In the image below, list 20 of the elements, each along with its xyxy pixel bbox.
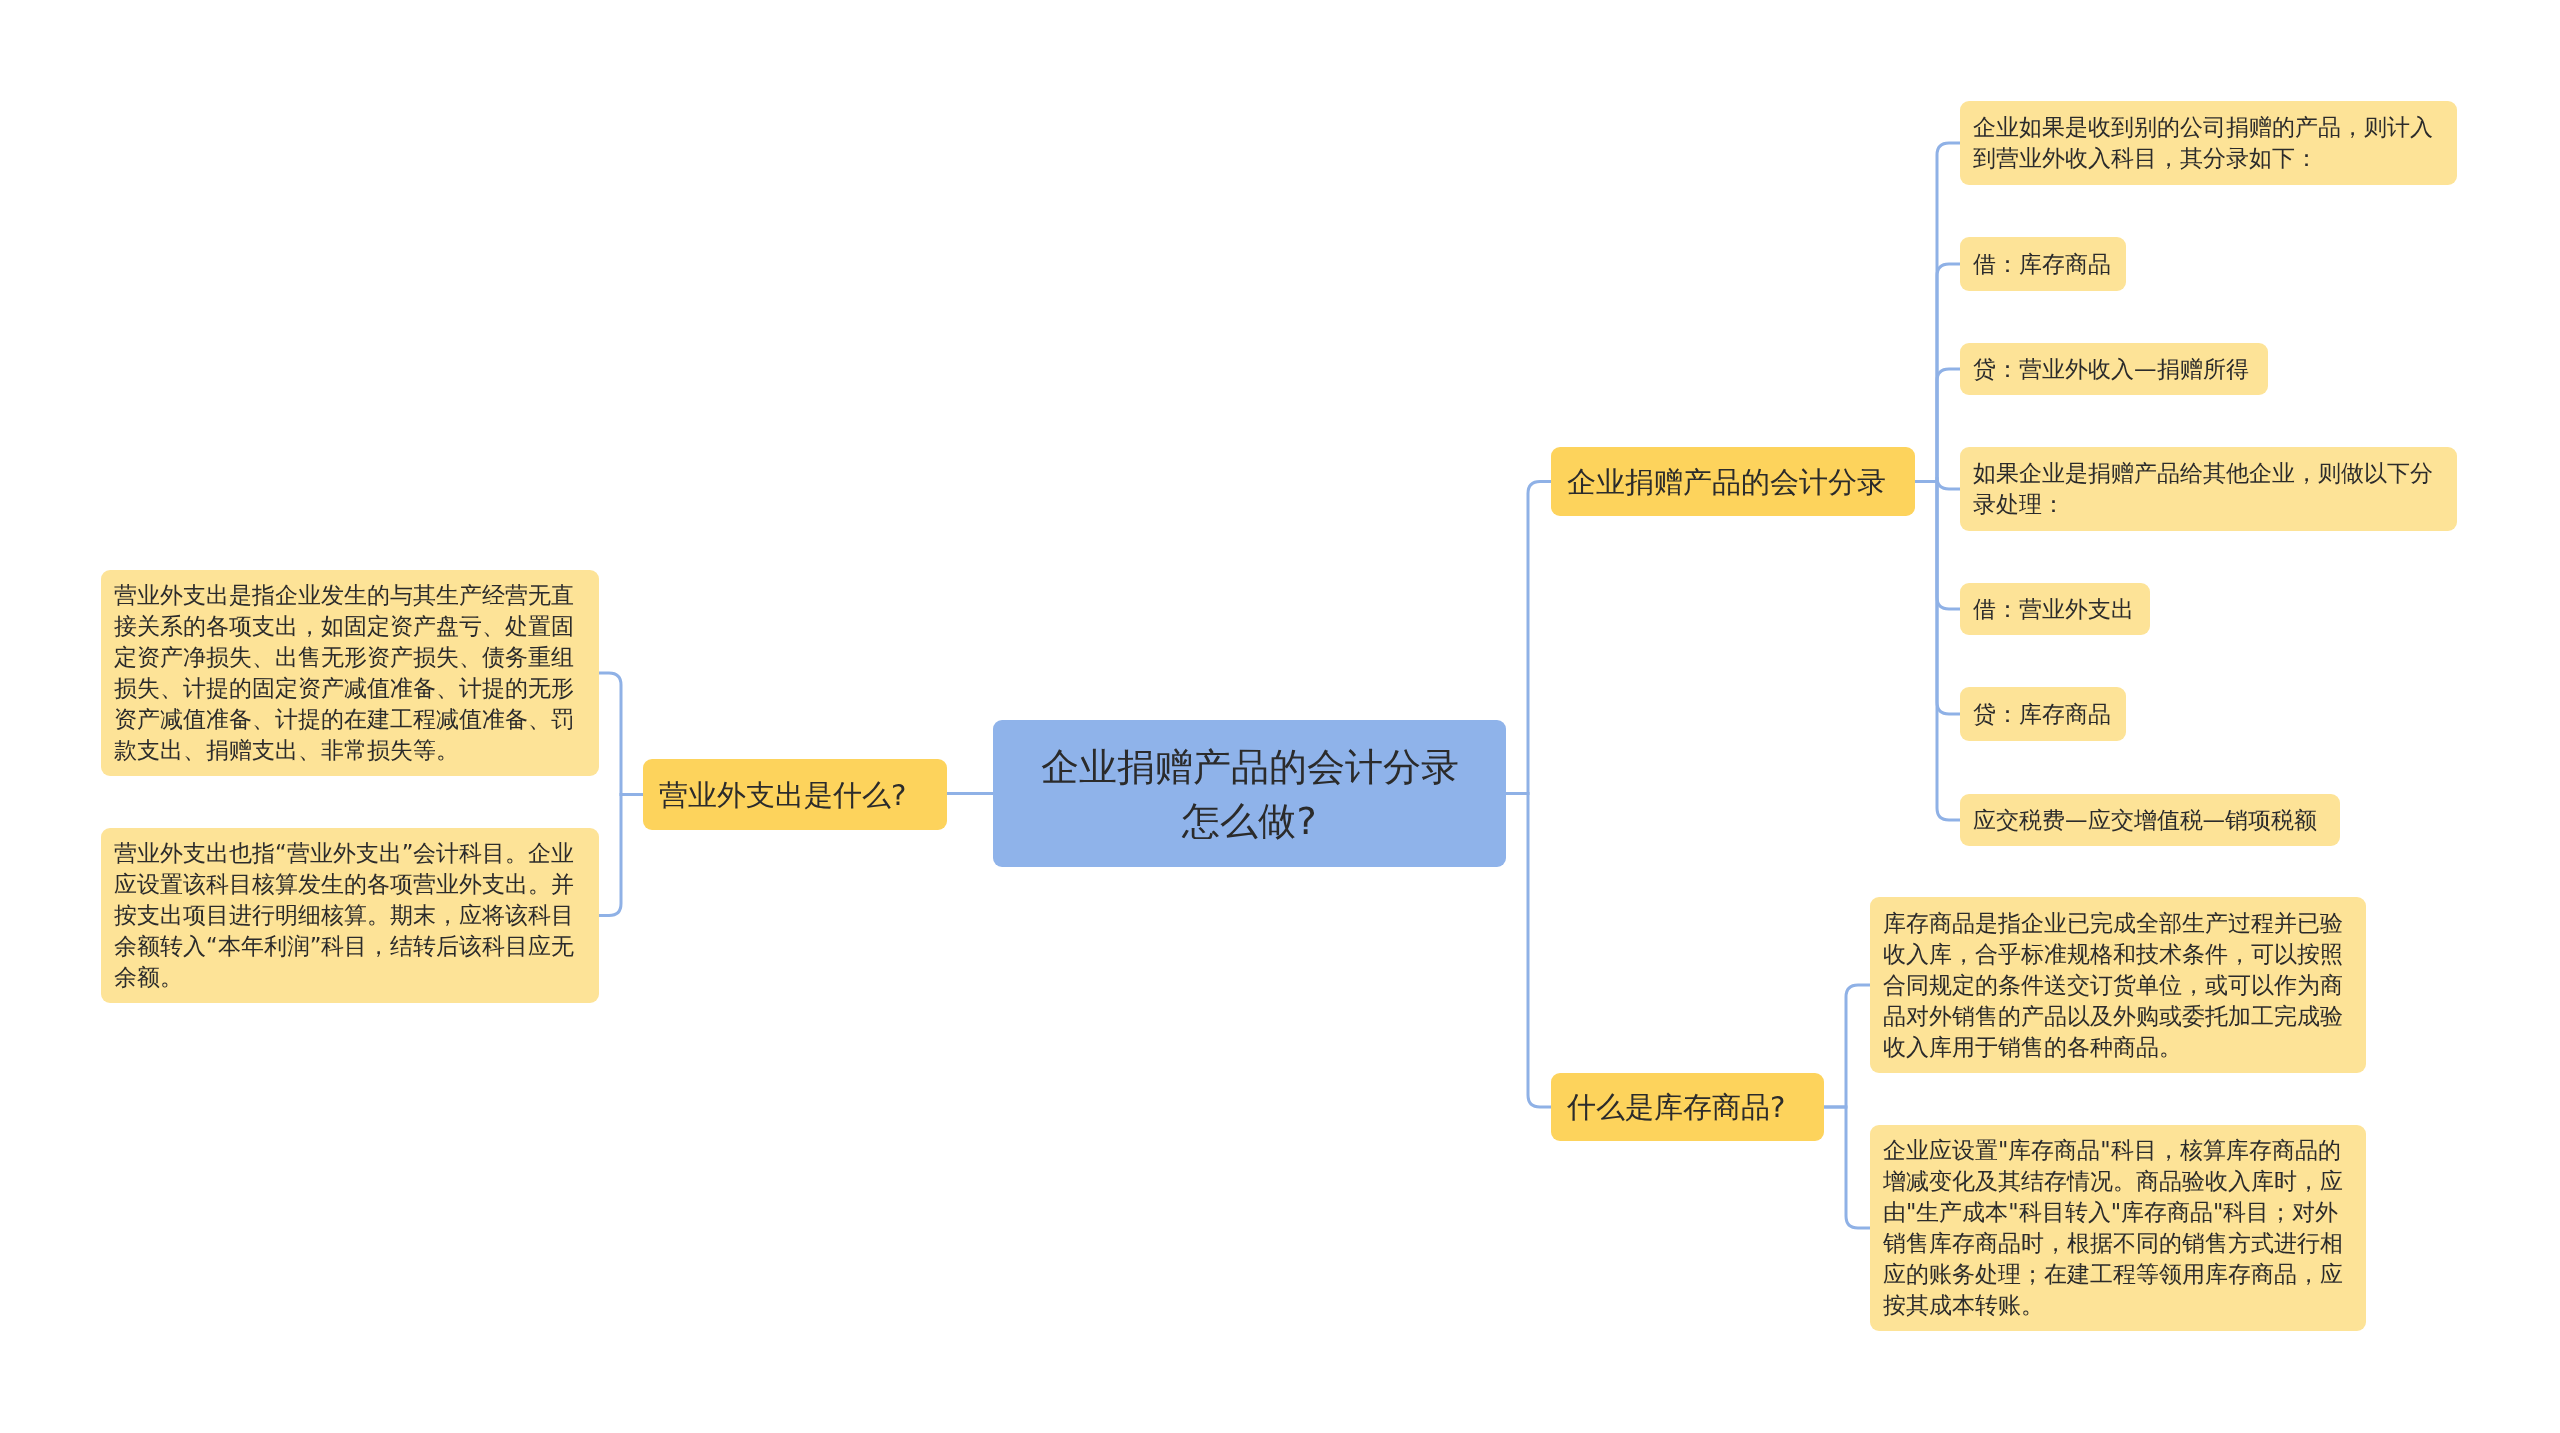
note-box: 贷：库存商品 bbox=[1960, 687, 2126, 741]
subtopic-box: 营业外支出是什么? bbox=[643, 759, 947, 830]
subtopic-box: 企业捐赠产品的会计分录 bbox=[1551, 447, 1915, 516]
connector-line bbox=[947, 792, 993, 795]
connector-line bbox=[1506, 792, 1551, 1109]
note-box: 应交税费—应交增值税—销项税额 bbox=[1960, 794, 2340, 846]
connector-line bbox=[1824, 1105, 1870, 1230]
note-box: 贷：营业外收入—捐赠所得 bbox=[1960, 343, 2268, 395]
note-box: 营业外支出也指“营业外支出”会计科目。企业应设置该科目核算发生的各项营业外支出。并按支出项目进行明细核算。期末，应将该科目余额转入“本年利润”科目，结转后该科目应无余额。 bbox=[101, 828, 599, 1003]
topic-box: 企业捐赠产品的会计分录怎么做? bbox=[993, 720, 1506, 867]
note-box: 企业应设置"库存商品"科目，核算库存商品的增减变化及其结存情况。商品验收入库时，应由"生产成本"科目转入"库存商品"科目；对外销售库存商品时，根据不同的销售方式进行相应的账务处理；在建工程等领用库存商品，应按其成本转账。 bbox=[1870, 1125, 2366, 1331]
connector-line bbox=[1915, 480, 1960, 822]
note-box: 借：库存商品 bbox=[1960, 237, 2126, 291]
note-box: 如果企业是捐赠产品给其他企业，则做以下分录处理： bbox=[1960, 447, 2457, 531]
note-box: 库存商品是指企业已完成全部生产过程并已验收入库，合乎标准规格和技术条件，可以按照合同规定的条件送交订货单位，或可以作为商品对外销售的产品以及外购或委托加工完成验收入库用于销售的各种商品。 bbox=[1870, 897, 2366, 1073]
note-box: 企业如果是收到别的公司捐赠的产品，则计入到营业外收入科目，其分录如下： bbox=[1960, 101, 2457, 185]
subtopic-box: 什么是库存商品? bbox=[1551, 1073, 1824, 1141]
note-box: 营业外支出是指企业发生的与其生产经营无直接关系的各项支出，如固定资产盘亏、处置固定资产净损失、出售无形资产损失、债务重组损失、计提的固定资产减值准备、计提的无形资产减值准备、计提的在建工程减值准备、罚款支出、捐赠支出、非常损失等。 bbox=[101, 570, 599, 776]
connector-line bbox=[599, 793, 643, 917]
note-box: 借：营业外支出 bbox=[1960, 583, 2150, 635]
